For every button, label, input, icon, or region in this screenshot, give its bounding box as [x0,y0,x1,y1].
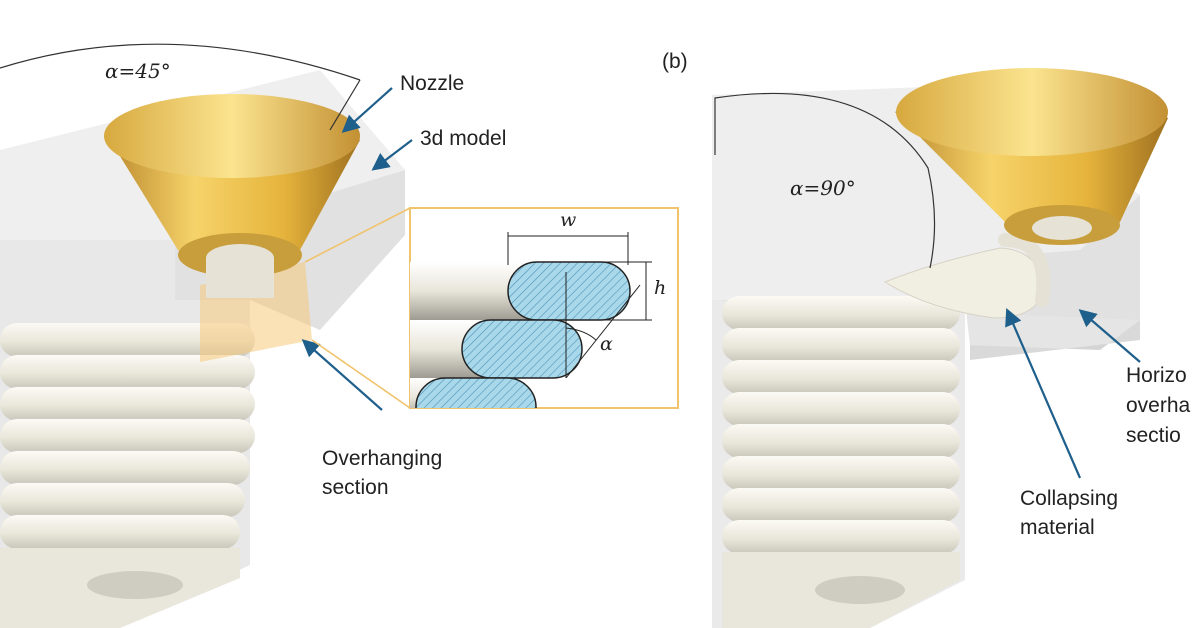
inset-height-symbol: h [654,277,666,299]
filament-2 [461,319,583,379]
printed-stack [0,323,255,628]
label-horizontal-2: overha [1126,394,1191,417]
arrow-horizontal [1078,309,1141,363]
label-nozzle: Nozzle [400,72,464,95]
inset-connector-bottom [311,339,411,409]
arrow-overhang [301,339,383,411]
printed-stack-b [722,296,960,628]
filament-1 [507,261,631,321]
arrow-model [371,139,413,171]
panel-a: α=45° Nozzle 3d model Overhanging sectio… [0,43,679,628]
angle-label-b: α=90° [790,176,856,200]
nozzle-a [104,94,360,298]
nozzle-b [895,68,1168,245]
panel-b-tag: (b) [662,50,688,73]
label-horizontal-1: Horizo [1126,364,1187,387]
angle-arc-b [714,92,936,269]
filament-3 [415,377,537,408]
inset-cross-section: w h α [409,207,679,409]
label-3d-model: 3d model [420,127,506,150]
inset-width-symbol: w [560,209,576,231]
label-overhanging-1: Overhanging [322,447,442,470]
angle-arc-a [0,43,361,81]
label-collapsing-2: material [1020,516,1095,539]
arrow-collapsing [1005,307,1082,479]
arrow-nozzle [341,87,393,133]
label-horizontal-3: sectio [1126,424,1181,447]
inset-connector-top [304,207,411,263]
label-collapsing-1: Collapsing [1020,487,1118,510]
label-overhanging-2: section [322,476,389,499]
angle-label-a: α=45° [105,59,171,83]
model-block-b-front [970,320,1140,360]
inset-angle-symbol: α [600,333,613,355]
panel-b: (b) α=90° [662,50,1191,628]
